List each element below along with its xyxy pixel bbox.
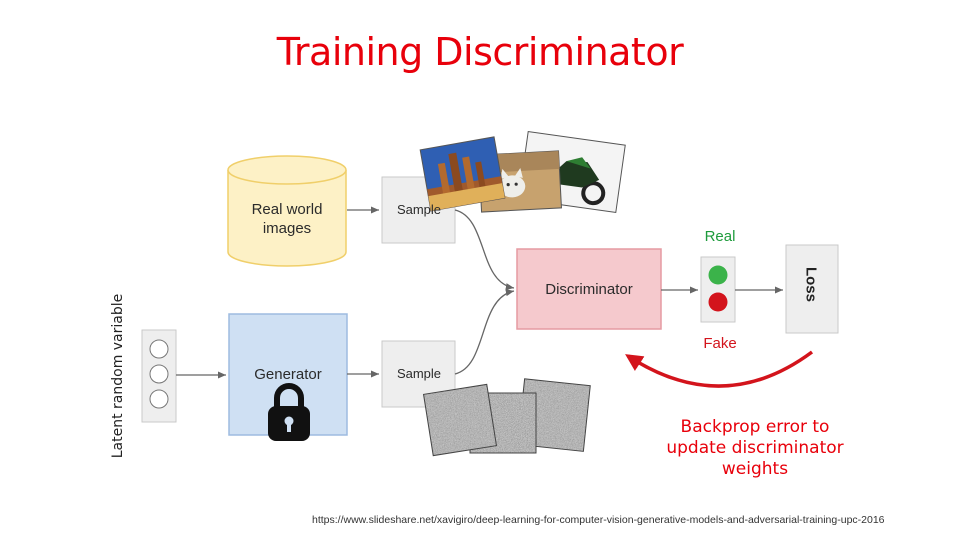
real-label: Real (704, 228, 736, 245)
loss-box (785, 244, 839, 334)
fake-sample-to-discriminator-arrow (454, 289, 515, 375)
real-sample-label: Sample (396, 202, 442, 217)
traffic-light-icon (700, 256, 736, 323)
latent-node (149, 389, 169, 409)
latent-node (149, 339, 169, 359)
lock-icon (268, 383, 310, 441)
generated-sample-label: Sample (396, 366, 442, 381)
backprop-arrow (625, 350, 814, 388)
fake-label: Fake (703, 335, 737, 352)
latent-variable-label: Latent random variable (110, 293, 126, 459)
real-world-images-cylinder (227, 155, 347, 267)
source-url[interactable]: https://www.slideshare.net/xavigiro/deep… (312, 514, 885, 526)
real-world-images-label: Real world images (251, 201, 323, 237)
real-photo-city-icon (419, 136, 506, 212)
loss-label: Loss (802, 266, 820, 302)
generator-label: Generator (254, 366, 322, 383)
latent-node (149, 364, 169, 384)
slide-title: Training Discriminator (276, 30, 684, 74)
discriminator-box (516, 248, 662, 330)
backprop-note: Backprop error to update discriminator w… (666, 417, 844, 479)
noise-image-icon (422, 383, 498, 457)
real-sample-to-discriminator-arrow (454, 209, 515, 291)
discriminator-label: Discriminator (545, 281, 633, 298)
